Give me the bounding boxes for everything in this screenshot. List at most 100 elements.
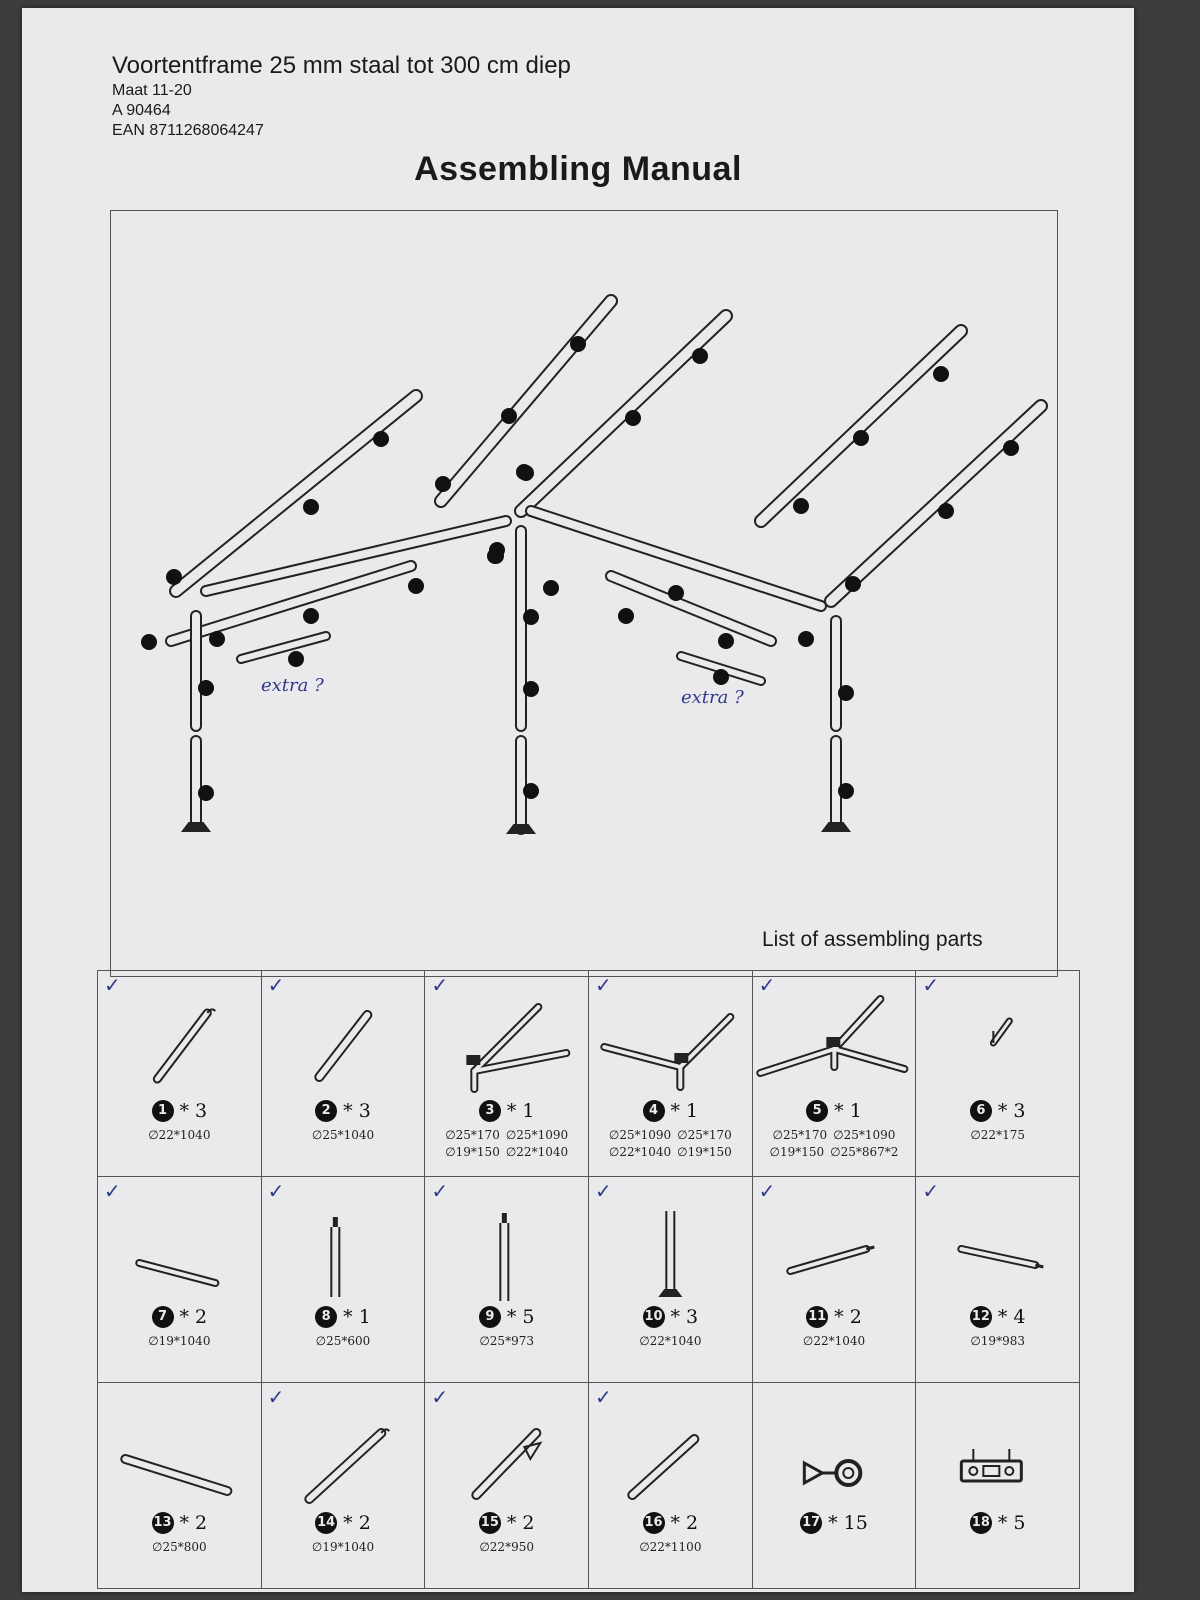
part-label: 17* 15 [753,1511,916,1534]
product-size: Maat 11-20 [112,82,192,99]
part-dimension: ∅25*1090 [608,1128,672,1142]
part-dimension: ∅25*600 [315,1334,371,1348]
part-cell: ✓ 14* 2 ∅19*1040 [261,1383,426,1589]
part-dimensions: ∅25*170∅25*1090∅19*150∅25*867*2 [755,1127,914,1161]
part-label: 12* 4 [916,1305,1079,1328]
part-cell: ✓ 7* 2 ∅19*1040 [98,1177,262,1383]
part-dimension: ∅25*1040 [311,1128,375,1142]
part-dimension: ∅22*950 [479,1540,534,1554]
part-label: 3* 1 [425,1099,588,1122]
part-number: 3 [478,1100,501,1122]
foot-leg-icon [658,1211,683,1297]
part-quantity: * 2 [834,1306,862,1328]
manual-sheet: Voortentframe 25 mm staal tot 300 cm die… [22,8,1134,1592]
checkmark-icon: ✓ [267,973,285,997]
part-number: 7 [151,1306,174,1328]
part-quantity: * 1 [670,1100,699,1122]
part-quantity: * 1 [506,1100,535,1122]
leg-tube-icon [499,1213,510,1301]
part-dimension: ∅22*1040 [639,1334,702,1348]
tube-icon [120,1454,233,1496]
product-article: A 90464 [112,102,171,119]
tube-icon [957,1245,1045,1269]
part-dimension: ∅22*1040 [802,1334,866,1348]
part-cell: ✓ 8* 1 ∅25*600 [261,1177,426,1383]
part-dimensions: ∅22*1040 [591,1333,750,1350]
part-number: 12 [969,1306,992,1328]
part-cell: ✓ 6* 3 ∅22*175 [916,971,1080,1177]
part-cell: ✓ 9* 5 ∅25*973 [425,1177,589,1383]
checkmark-icon: ✓ [431,973,449,997]
checkmark-icon: ✓ [595,1385,612,1409]
part-cell: 17* 15 [752,1383,917,1589]
leg-tube-icon [329,1217,340,1297]
part-number: 11 [806,1306,829,1328]
product-ean: EAN 8711268064247 [112,122,264,139]
part-dimensions: ∅25*800 [100,1539,259,1556]
part-number: 15 [478,1512,501,1534]
tube-icon [785,1245,875,1275]
part-number: 16 [642,1512,665,1534]
part-cell: ✓ 11* 2 ∅22*1040 [752,1177,917,1383]
corner-joint-icon [600,1013,735,1091]
part-label: 1* 3 [98,1099,261,1122]
tube-icon [135,1259,220,1287]
part-number: 18 [969,1512,992,1534]
part-number: 4 [642,1100,665,1122]
part-quantity: * 15 [828,1512,868,1534]
part-cell: ✓ 1* 3 ∅22*1040 [98,971,262,1177]
part-cell: ✓ 2* 3 ∅25*1040 [261,971,426,1177]
corner-joint-icon [466,1003,571,1093]
part-dimension: ∅19*1040 [148,1334,211,1348]
part-dimensions: ∅22*175 [918,1127,1077,1144]
part-cell: ✓ 16* 2 ∅22*1100 [589,1383,753,1589]
part-label: 2* 3 [262,1099,425,1122]
checkmark-icon: ✓ [758,1179,776,1203]
part-quantity: * 3 [997,1100,1026,1122]
part-dimension: ∅19*150 [677,1145,732,1159]
part-quantity: * 3 [179,1100,208,1122]
part-label: 14* 2 [262,1511,425,1534]
parts-list-title: List of assembling parts [762,928,983,951]
part-label: 9* 5 [425,1305,588,1328]
part-cell: ✓ 10* 3 ∅22*1040 [589,1177,753,1383]
part-dimension: ∅25*973 [479,1334,534,1348]
part-quantity: * 1 [834,1100,862,1122]
part-dimension: ∅25*170 [445,1128,500,1142]
part-quantity: * 2 [179,1512,208,1534]
part-dimension: ∅25*1090 [833,1128,896,1142]
part-number: 2 [315,1100,338,1122]
part-cell: ✓ 12* 4 ∅19*983 [916,1177,1080,1383]
part-quantity: * 4 [997,1306,1026,1328]
part-dimensions: ∅22*1040 [100,1127,259,1144]
part-number: 13 [151,1512,174,1534]
part-number: 10 [642,1306,665,1328]
checkmark-icon: ✓ [595,1179,612,1203]
annotation-extra-left: extra ? [261,675,324,696]
part-dimensions: ∅25*1040 [264,1127,423,1144]
part-dimensions: ∅22*1100 [591,1539,750,1556]
checkmark-icon: ✓ [922,973,940,997]
part-dimension: ∅22*1040 [505,1145,569,1159]
part-quantity: * 3 [670,1306,699,1328]
part-label: 7* 2 [98,1305,261,1328]
part-dimensions: ∅25*1090∅25*170∅22*1040∅19*150 [591,1127,750,1161]
part-number: 9 [478,1306,501,1328]
part-label: 16* 2 [589,1511,752,1534]
assembly-diagram: extra ? extra ? [110,210,1058,977]
part-quantity: * 2 [179,1306,208,1328]
tube-icon [152,1008,217,1084]
part-dimension: ∅19*150 [445,1145,500,1159]
part-label: 5* 1 [753,1099,916,1122]
part-dimension: ∅22*1040 [608,1145,672,1159]
checkmark-icon: ✓ [267,1179,285,1203]
part-dimensions: ∅25*170∅25*1090∅19*150∅22*1040 [427,1127,586,1161]
part-dimension: ∅22*1040 [148,1128,211,1142]
part-dimensions: ∅25*973 [427,1333,586,1350]
tension-clamp-icon [802,1459,862,1487]
part-quantity: * 1 [343,1306,371,1328]
tube-icon [313,1010,372,1082]
checkmark-icon: ✓ [758,973,776,997]
part-dimension: ∅19*983 [970,1334,1025,1348]
part-dimension: ∅25*867*2 [830,1145,899,1159]
